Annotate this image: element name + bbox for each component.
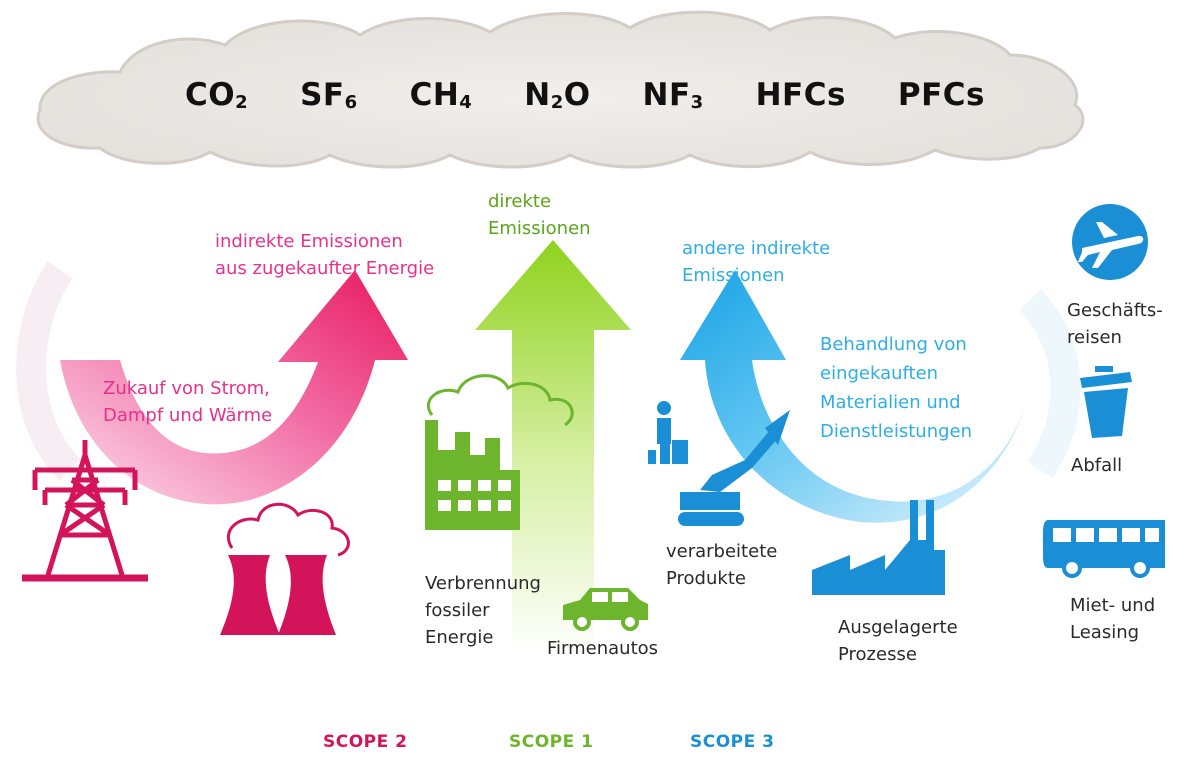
worker-icon (648, 401, 688, 464)
processed-line2: Produkte (666, 568, 746, 589)
scope2-arrow (60, 270, 408, 505)
gas-nf3: NF3 (642, 77, 704, 113)
outsourced-line1: Ausgelagerte (838, 617, 958, 638)
gas-ch4: CH4 (409, 77, 473, 113)
business-travel-label: Geschäfts- reisen (1067, 297, 1163, 351)
scope2-source-line1: Zukauf von Strom, (103, 378, 270, 399)
scope2-arrow-label-line1: indirekte Emissionen (215, 231, 403, 252)
greenhouse-gas-list: CO2 SF6 CH4 N2O NF3 HFCs PFCs (185, 70, 985, 120)
processed-line1: verarbeitete (666, 541, 778, 562)
outsourced-factory-icon (812, 500, 945, 595)
trash-bin-icon (1080, 366, 1132, 438)
combustion-line1: Verbrennung (425, 573, 541, 594)
excavator-icon (678, 410, 790, 526)
scope1-arrow-label-line1: direkte (488, 191, 552, 212)
scope2-source-label: Zukauf von Strom, Dampf und Wärme (103, 375, 272, 429)
company-cars-label: Firmenautos (547, 635, 658, 662)
scope1-arrow-label: direkte Emissionen (488, 188, 591, 242)
combustion-line2: fossiler (425, 600, 490, 621)
scope3-arrow (680, 270, 1030, 523)
gas-pfcs: PFCs (897, 77, 985, 113)
scope3-arrow-label: andere indirekte Emissionen (682, 235, 830, 289)
treatment-line3: Materialien und (820, 392, 961, 413)
leasing-line2: Leasing (1070, 622, 1140, 643)
scope2-arrow-label-line2: aus zugekaufter Energie (215, 258, 435, 279)
scope3-arrow-label-line1: andere indirekte (682, 238, 831, 259)
factory-icon (425, 374, 574, 530)
waste-text: Abfall (1071, 455, 1123, 476)
cloud-icon (36, 10, 1085, 169)
car-icon (563, 588, 648, 631)
leasing-line1: Miet- und (1070, 595, 1156, 616)
gas-hfcs: HFCs (755, 77, 846, 113)
scope3-footer: SCOPE 3 (690, 732, 775, 752)
treatment-line1: Behandlung von (820, 334, 967, 355)
outsourced-processes-label: Ausgelagerte Prozesse (838, 614, 958, 668)
scope2-source-line2: Dampf und Wärme (103, 405, 273, 426)
cooling-tower-icon (220, 502, 350, 635)
scope3-arrow-label-line2: Emissionen (682, 265, 785, 286)
outsourced-line2: Prozesse (838, 644, 917, 665)
scope1-arrow-label-line2: Emissionen (488, 218, 591, 239)
combustion-line3: Energie (425, 627, 494, 648)
processed-products-label: verarbeitete Produkte (666, 538, 777, 592)
business-travel-line2: reisen (1067, 327, 1122, 348)
treatment-line2: eingekauften (820, 363, 939, 384)
company-cars-text: Firmenautos (547, 638, 659, 659)
scope1-footer: SCOPE 1 (509, 732, 594, 752)
airplane-icon (1072, 204, 1148, 280)
treatment-line4: Dienstleistungen (820, 421, 973, 442)
waste-label: Abfall (1071, 452, 1122, 479)
scope1-arrow (475, 240, 631, 655)
bus-icon (1043, 520, 1165, 578)
business-travel-line1: Geschäfts- (1067, 300, 1163, 321)
leasing-label: Miet- und Leasing (1070, 592, 1155, 646)
gas-sf6: SF6 (300, 77, 358, 113)
gas-co2: CO2 (185, 77, 249, 113)
gas-n2o: N2O (524, 77, 591, 113)
scope2-footer: SCOPE 2 (323, 732, 408, 752)
combustion-label: Verbrennung fossiler Energie (425, 570, 541, 651)
treatment-label: Behandlung von eingekauften Materialien … (820, 330, 972, 446)
scope2-arrow-label: indirekte Emissionen aus zugekaufter Ene… (215, 228, 434, 282)
power-pylon-icon (22, 440, 148, 582)
